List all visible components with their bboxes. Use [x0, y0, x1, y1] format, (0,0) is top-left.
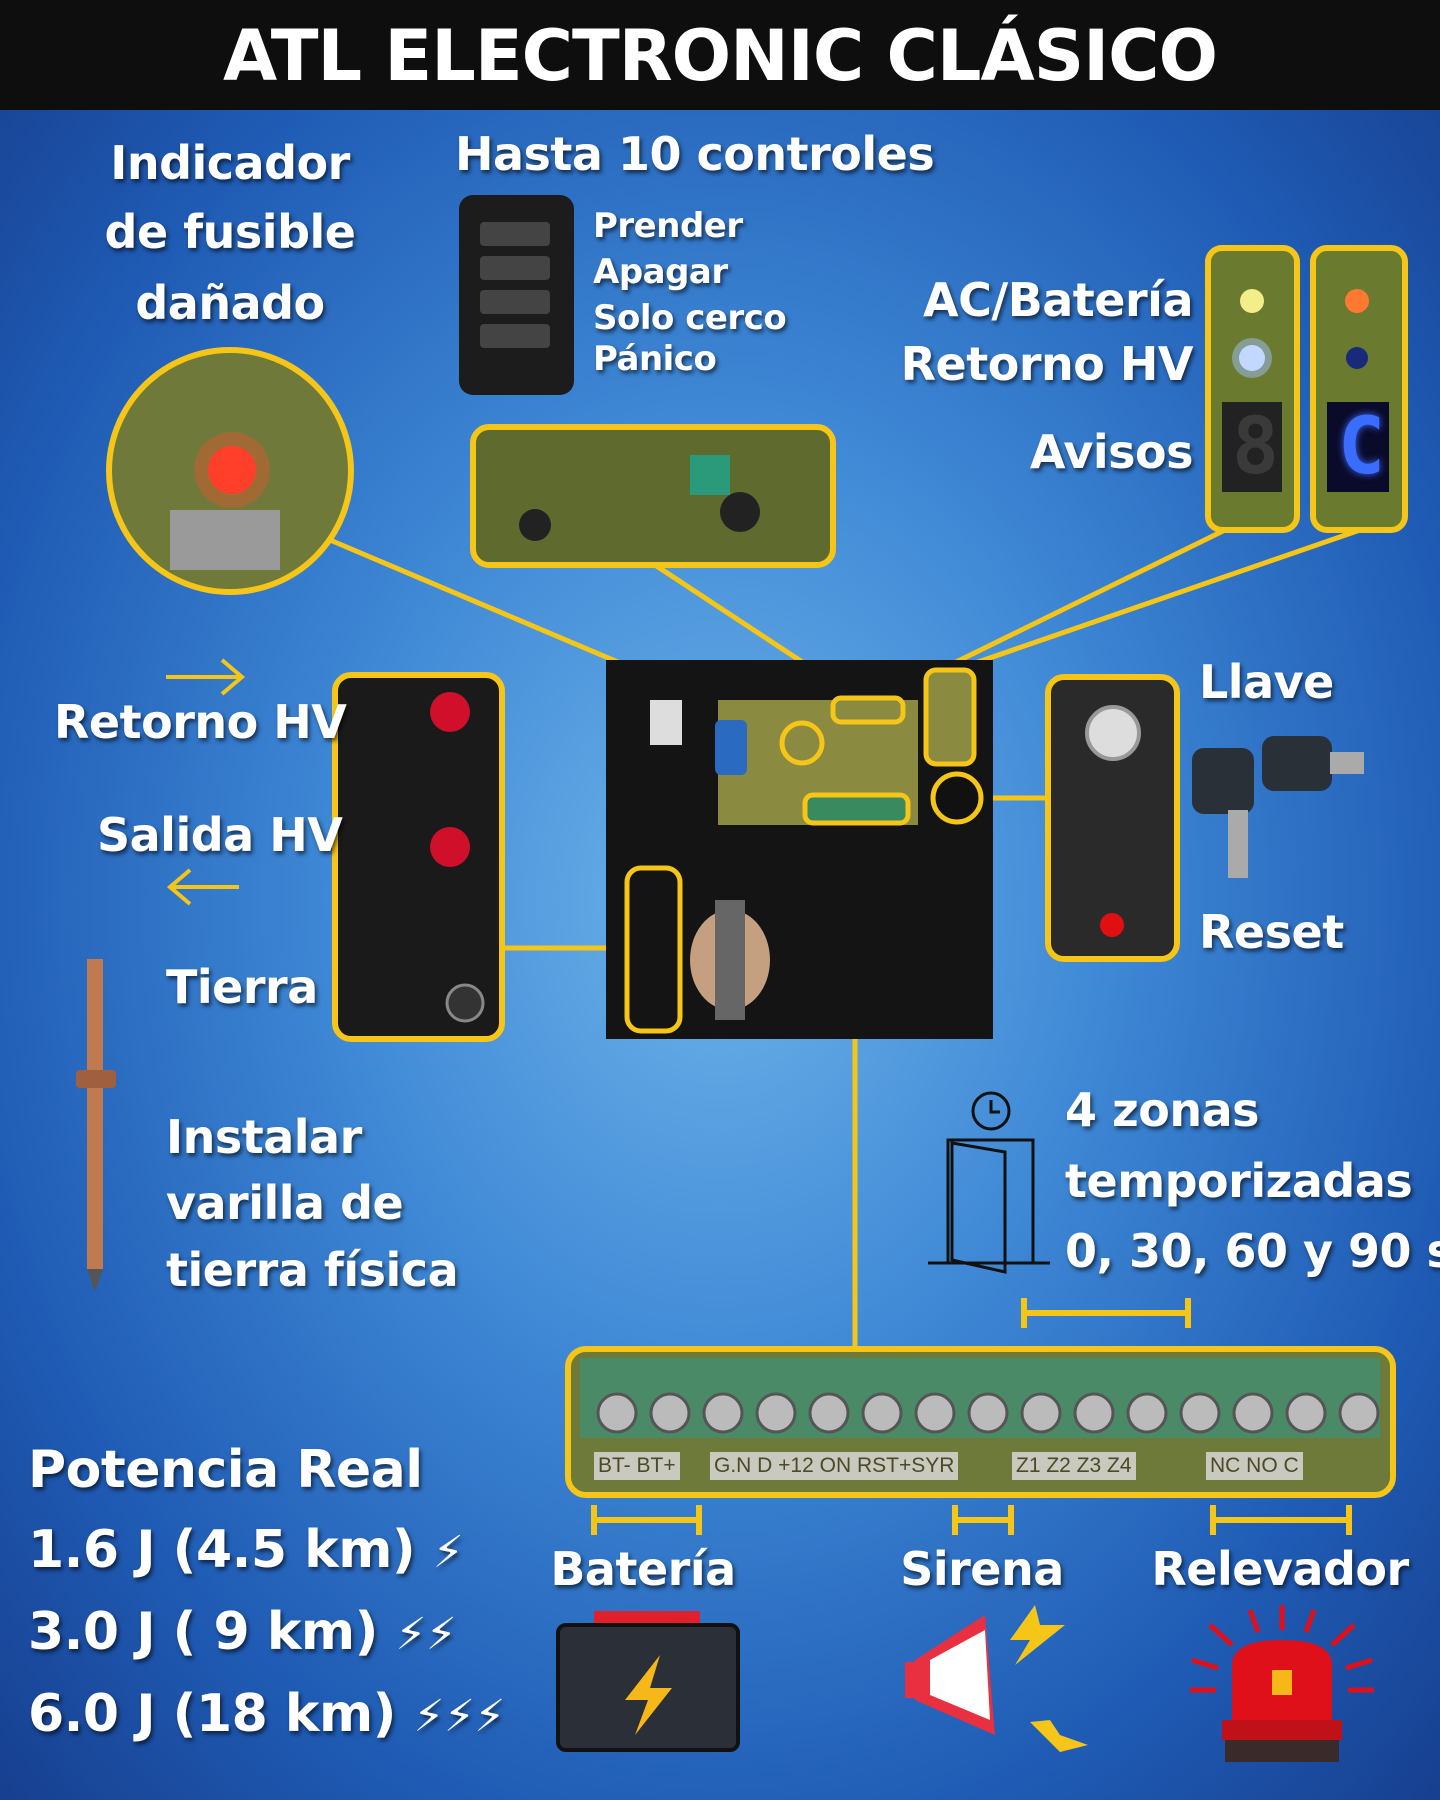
tierra-label: Tierra — [166, 960, 318, 1014]
remote-button-label: Prender — [593, 206, 743, 246]
door-timer-icon — [928, 1091, 1050, 1274]
terminal-screw — [1338, 1392, 1380, 1434]
terminal-label-battery: BT- BT+ — [594, 1452, 680, 1480]
salida-hv-label: Salida HV — [97, 808, 343, 862]
terminal-screws — [596, 1392, 1380, 1434]
terminal-screw — [596, 1392, 638, 1434]
lightning-icon: ⚡ — [432, 1527, 464, 1578]
seven-seg-off: 8 — [1232, 402, 1279, 492]
zones-label-1: 4 zonas — [1065, 1083, 1260, 1137]
receiver-board-photo — [470, 424, 836, 568]
terminal-screw — [861, 1392, 903, 1434]
siren-megaphone-icon — [905, 1605, 1088, 1752]
remote-button-label: Apagar — [593, 252, 728, 292]
keys-icon — [1192, 736, 1364, 878]
terminal-screw — [967, 1392, 1009, 1434]
arrow-left-icon — [166, 868, 239, 906]
terminal-label-power: G.N D +12 ON RST+SYR — [710, 1452, 959, 1480]
led-panel-on — [1310, 245, 1408, 533]
relay-beacon-icon — [1190, 1605, 1374, 1762]
arrow-right-icon — [166, 658, 246, 696]
terminal-screw — [702, 1392, 744, 1434]
terminal-screw — [808, 1392, 850, 1434]
terminal-label-zones: Z1 Z2 Z3 Z4 — [1012, 1452, 1136, 1480]
bateria-label: Batería — [550, 1542, 736, 1596]
remote-title: Hasta 10 controles — [455, 127, 935, 181]
ground-rod-icon — [76, 959, 116, 1292]
lightning-icon: ⚡⚡⚡ — [413, 1691, 506, 1742]
led-label-avisos: Avisos — [1029, 425, 1194, 479]
zones-label-2: temporizadas — [1065, 1154, 1413, 1208]
battery-icon — [556, 1611, 740, 1752]
relevador-label: Relevador — [1151, 1542, 1409, 1596]
terminal-screw — [649, 1392, 691, 1434]
fuse-indicator-photo — [106, 347, 354, 595]
terminal-label-relay: NC NO C — [1206, 1452, 1303, 1480]
key-reset-panel-photo — [1045, 674, 1180, 962]
seven-seg-on: C — [1338, 402, 1385, 492]
remote-button-label: Pánico — [593, 339, 717, 379]
power-level-2: 3.0 J ( 9 km) ⚡⚡ — [28, 1602, 457, 1662]
connector-lines — [329, 527, 1361, 1349]
reset-label: Reset — [1199, 905, 1344, 959]
page-title: ATL ELECTRONIC CLÁSICO — [0, 0, 1440, 110]
led-panel-off — [1205, 245, 1300, 533]
led-label-hv: Retorno HV — [900, 337, 1194, 391]
remote-button-label: Solo cerco — [593, 298, 787, 338]
terminal-screw — [1126, 1392, 1168, 1434]
ground-label-1: Instalar — [166, 1110, 362, 1164]
energizer-enclosure-photo — [606, 660, 993, 1039]
sirena-label: Sirena — [900, 1542, 1064, 1596]
terminal-screw — [1020, 1392, 1062, 1434]
terminal-screw — [1232, 1392, 1274, 1434]
zones-label-3: 0, 30, 60 y 90 s — [1065, 1224, 1440, 1278]
power-title: Potencia Real — [28, 1440, 423, 1500]
power-level-3: 6.0 J (18 km) ⚡⚡⚡ — [28, 1684, 505, 1744]
terminal-screw — [1073, 1392, 1115, 1434]
retorno-hv-label: Retorno HV — [54, 695, 347, 749]
lightning-icon: ⚡⚡ — [395, 1609, 457, 1660]
hv-terminals-photo — [332, 672, 505, 1042]
brackets — [591, 1298, 1352, 1535]
fuse-label-2: de fusible — [104, 205, 356, 259]
terminal-screw — [755, 1392, 797, 1434]
fuse-label-3: dañado — [135, 276, 325, 330]
fuse-label-1: Indicador — [110, 136, 350, 190]
ground-label-3: tierra física — [166, 1243, 459, 1297]
led-label-ac: AC/Batería — [923, 273, 1193, 327]
terminal-screw — [1179, 1392, 1221, 1434]
llave-label: Llave — [1199, 655, 1334, 709]
remote-control-icon — [459, 195, 574, 395]
terminal-screw — [1285, 1392, 1327, 1434]
ground-label-2: varilla de — [166, 1176, 404, 1230]
power-level-1: 1.6 J (4.5 km) ⚡ — [28, 1520, 464, 1580]
terminal-screw — [914, 1392, 956, 1434]
